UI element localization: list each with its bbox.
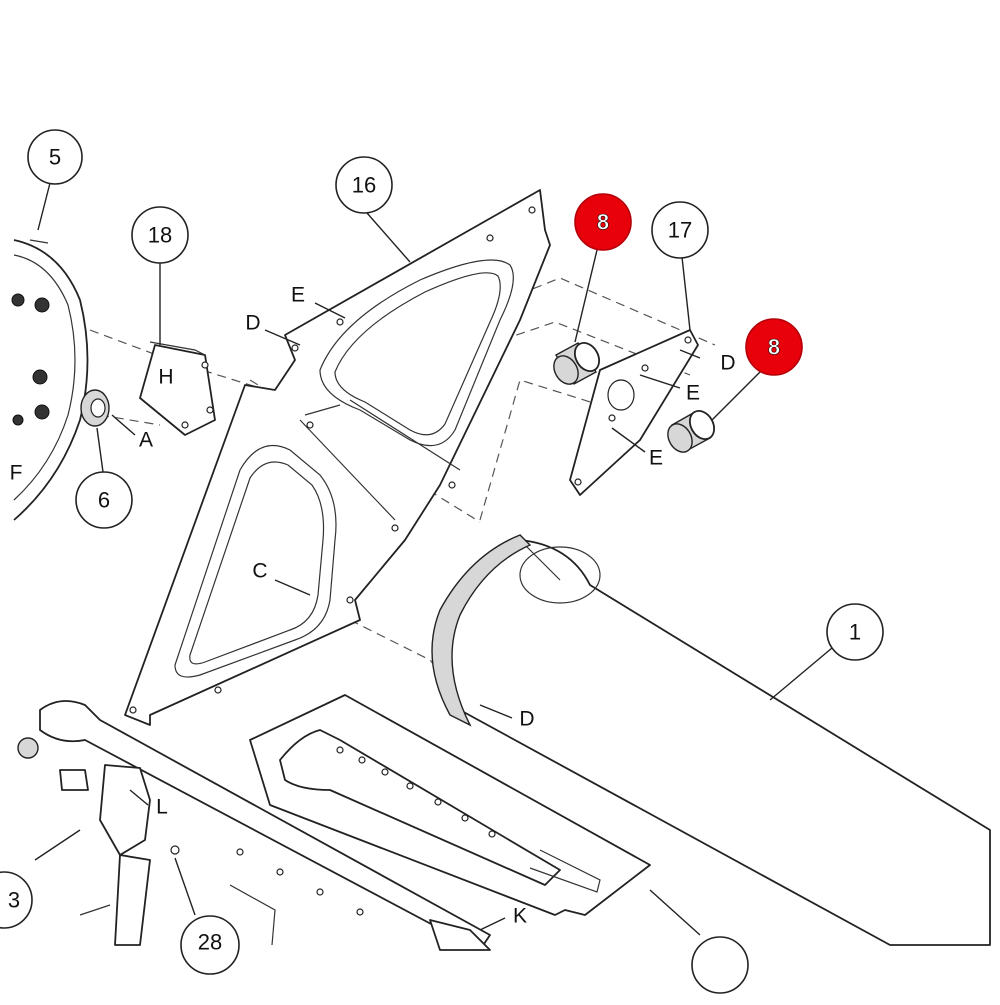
callout-6: 6 [75, 471, 133, 529]
svg-text:18: 18 [148, 223, 172, 248]
callout-8-highlighted-right: 8 [745, 318, 803, 376]
svg-text:6: 6 [98, 488, 110, 513]
part-6-bearing [80, 389, 110, 427]
callout-16: 16 [335, 156, 393, 214]
label-e-upper: E [291, 284, 305, 307]
leader-lines [34, 182, 833, 936]
callout-1: 1 [826, 603, 884, 661]
part-8-bushing-right [667, 409, 716, 453]
inset-shaft-detail [249, 694, 651, 916]
label-d-upper: D [245, 312, 260, 335]
svg-text:28: 28 [198, 930, 222, 955]
part-1-tube [431, 534, 991, 946]
label-d-right: D [720, 352, 735, 375]
label-a: A [139, 429, 153, 452]
svg-text:1: 1 [849, 620, 861, 645]
callout-28: 28 [180, 915, 240, 975]
svg-text:16: 16 [352, 173, 376, 198]
svg-text:8: 8 [768, 335, 780, 360]
callout-17: 17 [651, 201, 709, 259]
svg-text:17: 17 [668, 218, 692, 243]
label-l: L [156, 796, 168, 819]
label-k: K [513, 905, 527, 928]
lower-frame [17, 700, 491, 951]
callout-8-highlighted-top: 8 [574, 193, 632, 251]
callout-partial-bottom [691, 936, 749, 994]
label-d-lower: D [519, 708, 534, 731]
part-18-bracket [139, 341, 216, 436]
svg-text:5: 5 [49, 145, 61, 170]
part-17-plate [569, 329, 699, 496]
label-e-right-1: E [686, 382, 700, 405]
label-f: F [10, 462, 23, 485]
callout-3: 3 [0, 871, 33, 929]
label-c: C [252, 560, 267, 583]
callout-18: 18 [131, 206, 189, 264]
callout-5: 5 [27, 129, 83, 185]
part-16-side-plate [124, 189, 551, 726]
label-e-right-2: E [649, 447, 663, 470]
part-5-hub [11, 239, 89, 521]
svg-text:3: 3 [8, 888, 20, 913]
label-h: H [158, 366, 173, 389]
svg-text:8: 8 [597, 210, 609, 235]
part-8-bushing-left [553, 341, 601, 385]
